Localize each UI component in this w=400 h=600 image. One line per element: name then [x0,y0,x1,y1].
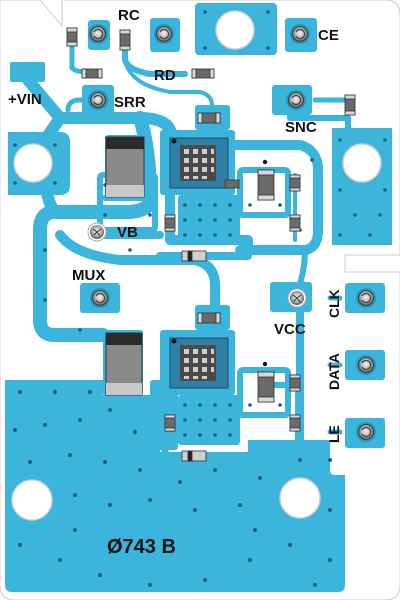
mount-hole-bottom-right [279,477,321,519]
diode-upper [181,250,207,262]
label-srr: SRR [114,94,146,111]
inductor-lower [105,332,143,396]
label-data: DATA [326,353,342,390]
terminal-clk[interactable] [356,288,376,308]
label-vin: +VIN [8,91,42,108]
label-mux: MUX [72,267,105,284]
vias [13,10,387,587]
label-clk: CLK [326,289,342,318]
mount-hole-left [13,143,53,183]
mount-hole-top [215,10,255,50]
terminal-data[interactable] [356,355,376,375]
ic-lower [169,337,229,389]
terminal-ce[interactable] [290,24,310,44]
label-rc: RC [118,7,140,24]
diode-lower [181,450,207,462]
ic-upper [169,137,229,189]
terminal-rc2[interactable] [154,24,174,44]
testpoint-vb[interactable] [87,222,107,242]
mounting-holes [11,10,382,521]
label-le: LE [326,425,342,443]
terminal-snc[interactable] [286,90,306,110]
terminal-mux[interactable] [90,288,110,308]
part-number: Ø743 B [107,536,176,558]
inductor-upper [105,136,145,198]
terminal-srr[interactable] [88,90,108,110]
label-rd: RD [154,67,176,84]
label-snc: SNC [285,119,317,136]
mount-hole-bottom-left [11,479,53,521]
label-vb: VB [117,224,138,241]
terminal-le[interactable] [356,422,376,442]
testpoint-vcc[interactable] [287,288,307,308]
mount-hole-right [342,143,382,183]
ground-plane [5,380,345,592]
smd-components [66,27,356,462]
label-vcc: VCC [274,321,306,338]
label-ce: CE [318,27,339,44]
terminal-rc[interactable] [88,24,108,44]
